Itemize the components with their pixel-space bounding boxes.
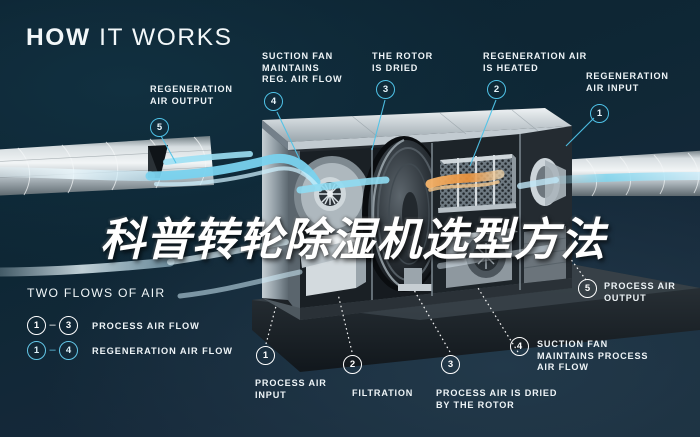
legend-dash: – (49, 344, 56, 356)
legend-bubble-from: 1 (27, 316, 46, 335)
chinese-headline: 科普转轮除湿机选型方法 (100, 214, 607, 265)
legend-row-regeneration: 1 – 4 REGENERATION AIR FLOW (27, 338, 233, 363)
bubble-3-rotor-dried[interactable]: 3 (376, 80, 395, 99)
callout-process-air-dried: PROCESS AIR IS DRIED BY THE ROTOR (436, 388, 558, 410)
legend-row-process: 1 – 3 PROCESS AIR FLOW (27, 313, 233, 338)
bubble-3-process-dried[interactable]: 3 (441, 355, 460, 374)
bubble-5-process-output[interactable]: 5 (578, 279, 597, 298)
bubble-2-filtration[interactable]: 2 (343, 355, 362, 374)
legend-bubble-to: 4 (59, 341, 78, 360)
callout-filtration: FILTRATION (352, 388, 414, 398)
legend-heading: TWO FLOWS OF AIR (27, 286, 166, 300)
bubble-5-regeneration-output[interactable]: 5 (150, 118, 169, 137)
legend-label-regeneration-air-flow: REGENERATION AIR FLOW (92, 345, 233, 356)
title-bold: HOW (26, 24, 91, 51)
bubble-4-suction-fan-process[interactable]: 4 (510, 337, 529, 356)
bubble-1-process-input[interactable]: 1 (256, 346, 275, 365)
callout-rotor-is-dried: THE ROTOR IS DRIED (372, 51, 434, 73)
legend: TWO FLOWS OF AIR 1 – 3 PROCESS AIR FLOW … (27, 286, 233, 363)
callout-process-air-output: PROCESS AIR OUTPUT (604, 281, 676, 303)
legend-bubble-to: 3 (59, 316, 78, 335)
legend-bubble-from: 1 (27, 341, 46, 360)
leader-lines-white (265, 257, 587, 353)
bubble-2-regeneration-heated[interactable]: 2 (487, 80, 506, 99)
leader-lines-cyan (160, 99, 595, 167)
callout-process-air-input: PROCESS AIR INPUT (255, 378, 327, 400)
legend-dash: – (49, 319, 56, 331)
callout-regeneration-air-input: REGENERATION AIR INPUT (586, 71, 669, 93)
callout-regeneration-air-output: REGENERATION AIR OUTPUT (150, 84, 233, 106)
callout-suction-fan-process: SUCTION FAN MAINTAINS PROCESS AIR FLOW (537, 339, 649, 373)
bubble-4-suction-fan-reg[interactable]: 4 (264, 92, 283, 111)
callout-regeneration-air-heated: REGENERATION AIR IS HEATED (483, 51, 588, 73)
callout-suction-fan-regeneration: SUCTION FAN MAINTAINS REG. AIR FLOW (262, 51, 343, 85)
legend-label-process-air-flow: PROCESS AIR FLOW (92, 320, 200, 331)
title-light: IT WORKS (99, 24, 233, 51)
page-title: HOW IT WORKS (26, 24, 233, 51)
bubble-1-regeneration-input[interactable]: 1 (590, 104, 609, 123)
